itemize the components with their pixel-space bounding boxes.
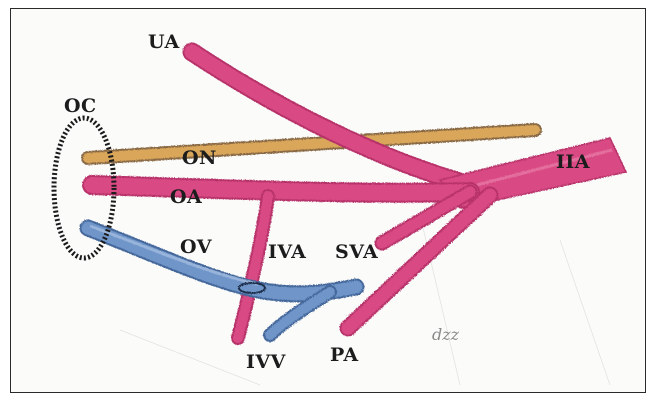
label-oc: OC [64,95,97,117]
iva-vessel [238,196,268,338]
label-ov: OV [180,236,213,258]
label-ivv: IVV [246,351,287,373]
ua-vessel [192,52,470,185]
label-pa: PA [330,344,359,366]
oa-vessel [92,185,470,193]
label-iva: IVA [268,241,306,263]
label-ua: UA [148,31,180,53]
optic-nerve [88,130,535,158]
label-on: ON [182,147,217,169]
label-sva: SVA [335,241,378,263]
artist-signature: dzz [432,325,460,344]
ov-vessel [88,226,356,294]
label-oa: OA [170,186,202,208]
label-iia: IIA [556,151,590,173]
